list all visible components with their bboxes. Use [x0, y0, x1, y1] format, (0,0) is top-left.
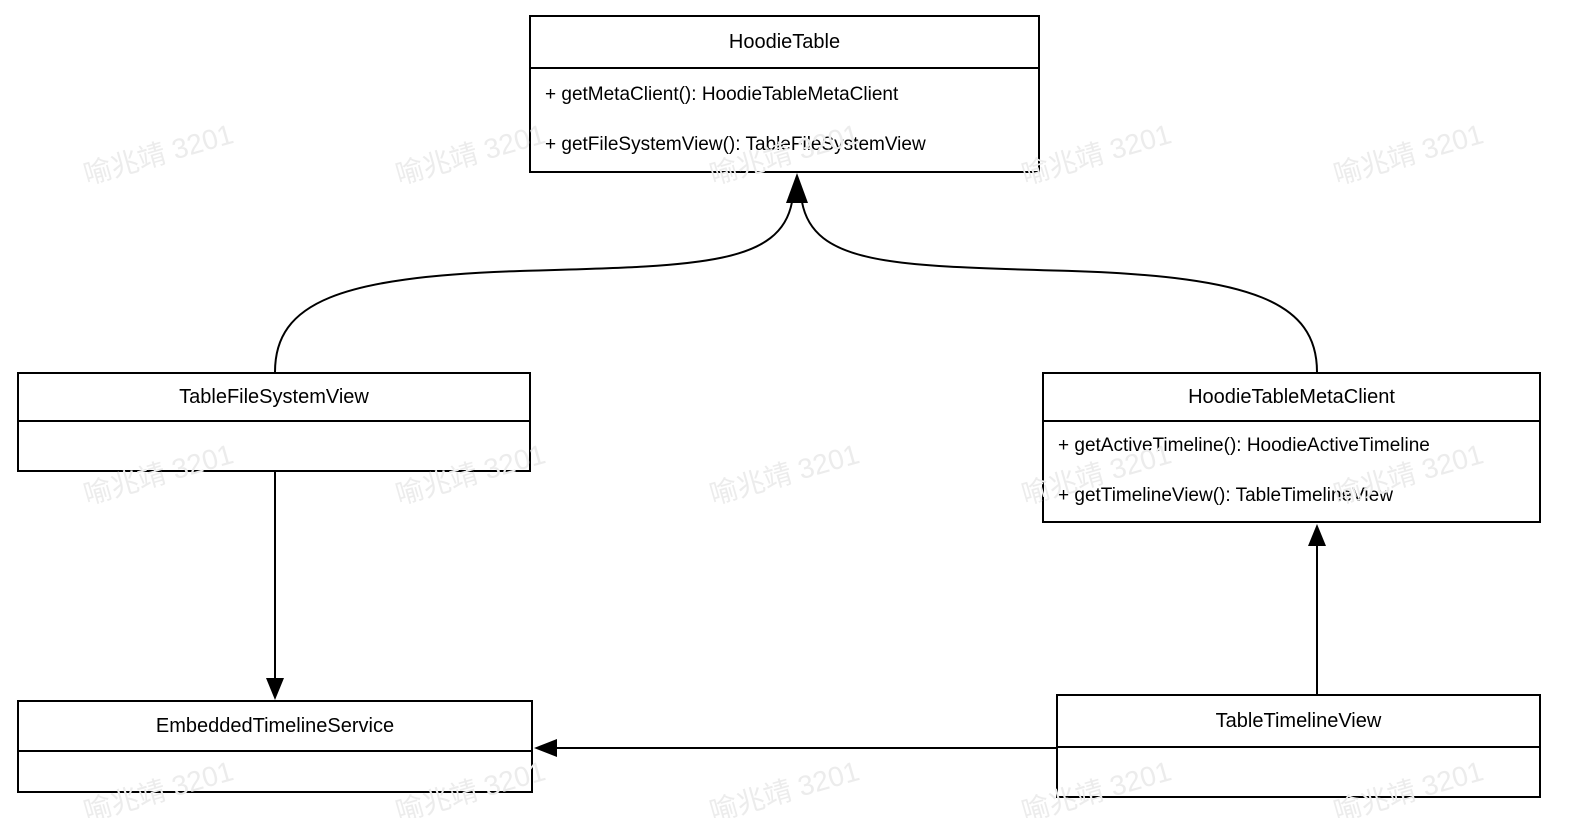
class-title: TableTimelineView — [1058, 696, 1539, 748]
edge-hoodietablemetaclient-to-hoodietable — [801, 201, 1318, 373]
watermark-text: 喻兆靖 3201 — [706, 755, 863, 818]
class-title: TableFileSystemView — [19, 374, 529, 422]
watermark-text: 喻兆靖 3201 — [706, 438, 863, 511]
class-box-hoodie-table-meta-client: HoodieTableMetaClient + getActiveTimelin… — [1042, 372, 1541, 523]
class-members: + getMetaClient(): HoodieTableMetaClient… — [531, 69, 1038, 171]
class-box-hoodie-table: HoodieTable + getMetaClient(): HoodieTab… — [529, 15, 1040, 173]
class-box-embedded-timeline-service: EmbeddedTimelineService — [17, 700, 533, 793]
arrowhead-embeddedtimelineservice-top — [266, 678, 284, 700]
edge-tablefilesystemview-to-hoodietable — [274, 201, 793, 373]
class-members-empty — [19, 752, 531, 791]
arrowhead-hoodietablemetaclient-bottom — [1308, 524, 1326, 546]
arrowhead-embeddedtimelineservice-right — [534, 739, 557, 757]
class-title: EmbeddedTimelineService — [19, 702, 531, 752]
class-member: + getFileSystemView(): TableFileSystemVi… — [545, 134, 926, 155]
class-member: + getMetaClient(): HoodieTableMetaClient — [545, 84, 899, 105]
watermark-text: 喻兆靖 3201 — [392, 118, 549, 191]
class-members-empty — [1058, 748, 1539, 796]
class-box-table-timeline-view: TableTimelineView — [1056, 694, 1541, 798]
watermark-text: 喻兆靖 3201 — [1018, 118, 1175, 191]
class-members-empty — [19, 422, 529, 470]
watermark-text: 喻兆靖 3201 — [1330, 118, 1487, 191]
class-box-table-file-system-view: TableFileSystemView — [17, 372, 531, 472]
watermark-text: 喻兆靖 3201 — [80, 118, 237, 191]
class-title: HoodieTable — [531, 17, 1038, 69]
class-member: + getActiveTimeline(): HoodieActiveTimel… — [1058, 435, 1430, 456]
class-members: + getActiveTimeline(): HoodieActiveTimel… — [1044, 422, 1539, 521]
class-title: HoodieTableMetaClient — [1044, 374, 1539, 422]
class-member: + getTimelineView(): TableTimelineView — [1058, 485, 1393, 506]
arrowhead-hoodietable-bottom — [786, 173, 808, 203]
